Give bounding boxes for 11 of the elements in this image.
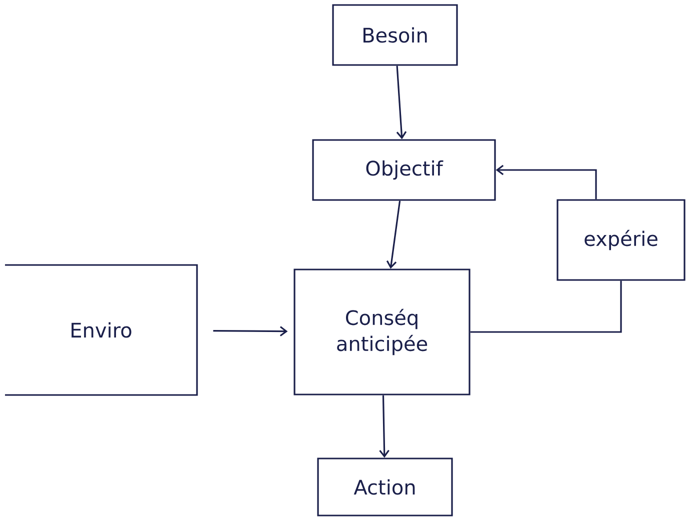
- arrow: [379, 395, 390, 458]
- arrow: [213, 326, 288, 336]
- process-box: Action: [317, 458, 453, 516]
- process-box: Conséq anticipée: [294, 268, 470, 396]
- process-box: Besoin: [332, 4, 458, 66]
- process-box: expérie: [556, 199, 686, 281]
- process-box: Enviro: [5, 264, 198, 396]
- arrow: [386, 200, 401, 269]
- arrow: [396, 66, 407, 140]
- process-box: Objectif: [312, 139, 496, 201]
- arrow: [496, 164, 597, 200]
